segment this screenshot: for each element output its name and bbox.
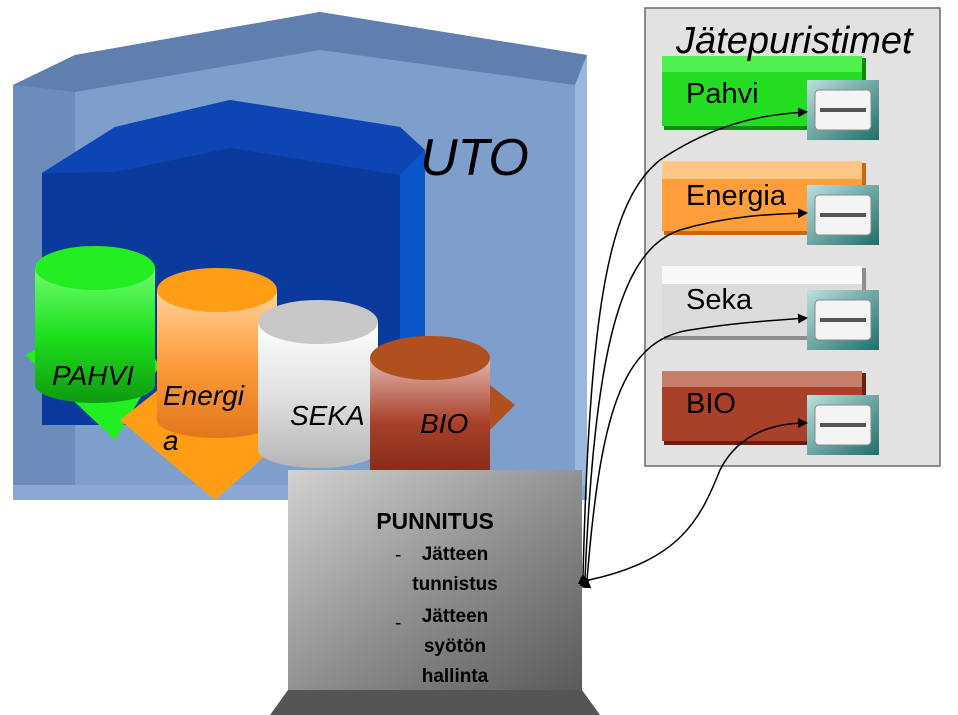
bullet-2-line-3: hallinta xyxy=(421,666,489,682)
energia-cylinder xyxy=(157,268,277,438)
bullet-2-line-2: syötön xyxy=(423,636,487,657)
bullet-1-line-2: tunnistus xyxy=(412,574,498,595)
container-label-pahvi: PAHVI xyxy=(52,360,134,391)
compactor-label-energia: Energia xyxy=(686,180,786,212)
connector-arrows xyxy=(577,107,808,589)
compactor-device-icon xyxy=(807,80,879,140)
bullet-dash: - xyxy=(395,613,402,634)
container-label-energia-2: a xyxy=(163,425,179,456)
hall-label: UTO xyxy=(420,129,529,187)
bullet-dash: - xyxy=(395,545,402,566)
compactor-device-icon xyxy=(807,395,879,455)
punnitus-box-shape xyxy=(270,470,600,715)
bullet-1-line-1: Jätteen xyxy=(421,544,489,565)
pahvi-cylinder xyxy=(35,246,155,403)
weighing-station: PUNNITUS - Jätteen tunnistus - Jätteen s… xyxy=(288,470,582,690)
panel-title: Jätepuristimet xyxy=(676,20,913,62)
compactor-label-pahvi: Pahvi xyxy=(686,78,759,110)
compactor-label-seka: Seka xyxy=(686,284,753,316)
container-label-bio: BIO xyxy=(420,408,469,439)
bullet-2-line-1: Jätteen xyxy=(421,606,489,627)
compactor-device-icon xyxy=(807,185,879,245)
arrow-bio xyxy=(580,418,808,587)
container-label-seka: SEKA xyxy=(290,400,365,431)
compactor-label-bio: BIO xyxy=(686,388,736,420)
container-label-energia-1: Energi xyxy=(163,380,244,411)
compactor-device-icon xyxy=(807,290,879,350)
bio-cylinder xyxy=(370,336,490,488)
weighing-title: PUNNITUS xyxy=(376,508,494,534)
seka-cylinder xyxy=(258,300,378,468)
